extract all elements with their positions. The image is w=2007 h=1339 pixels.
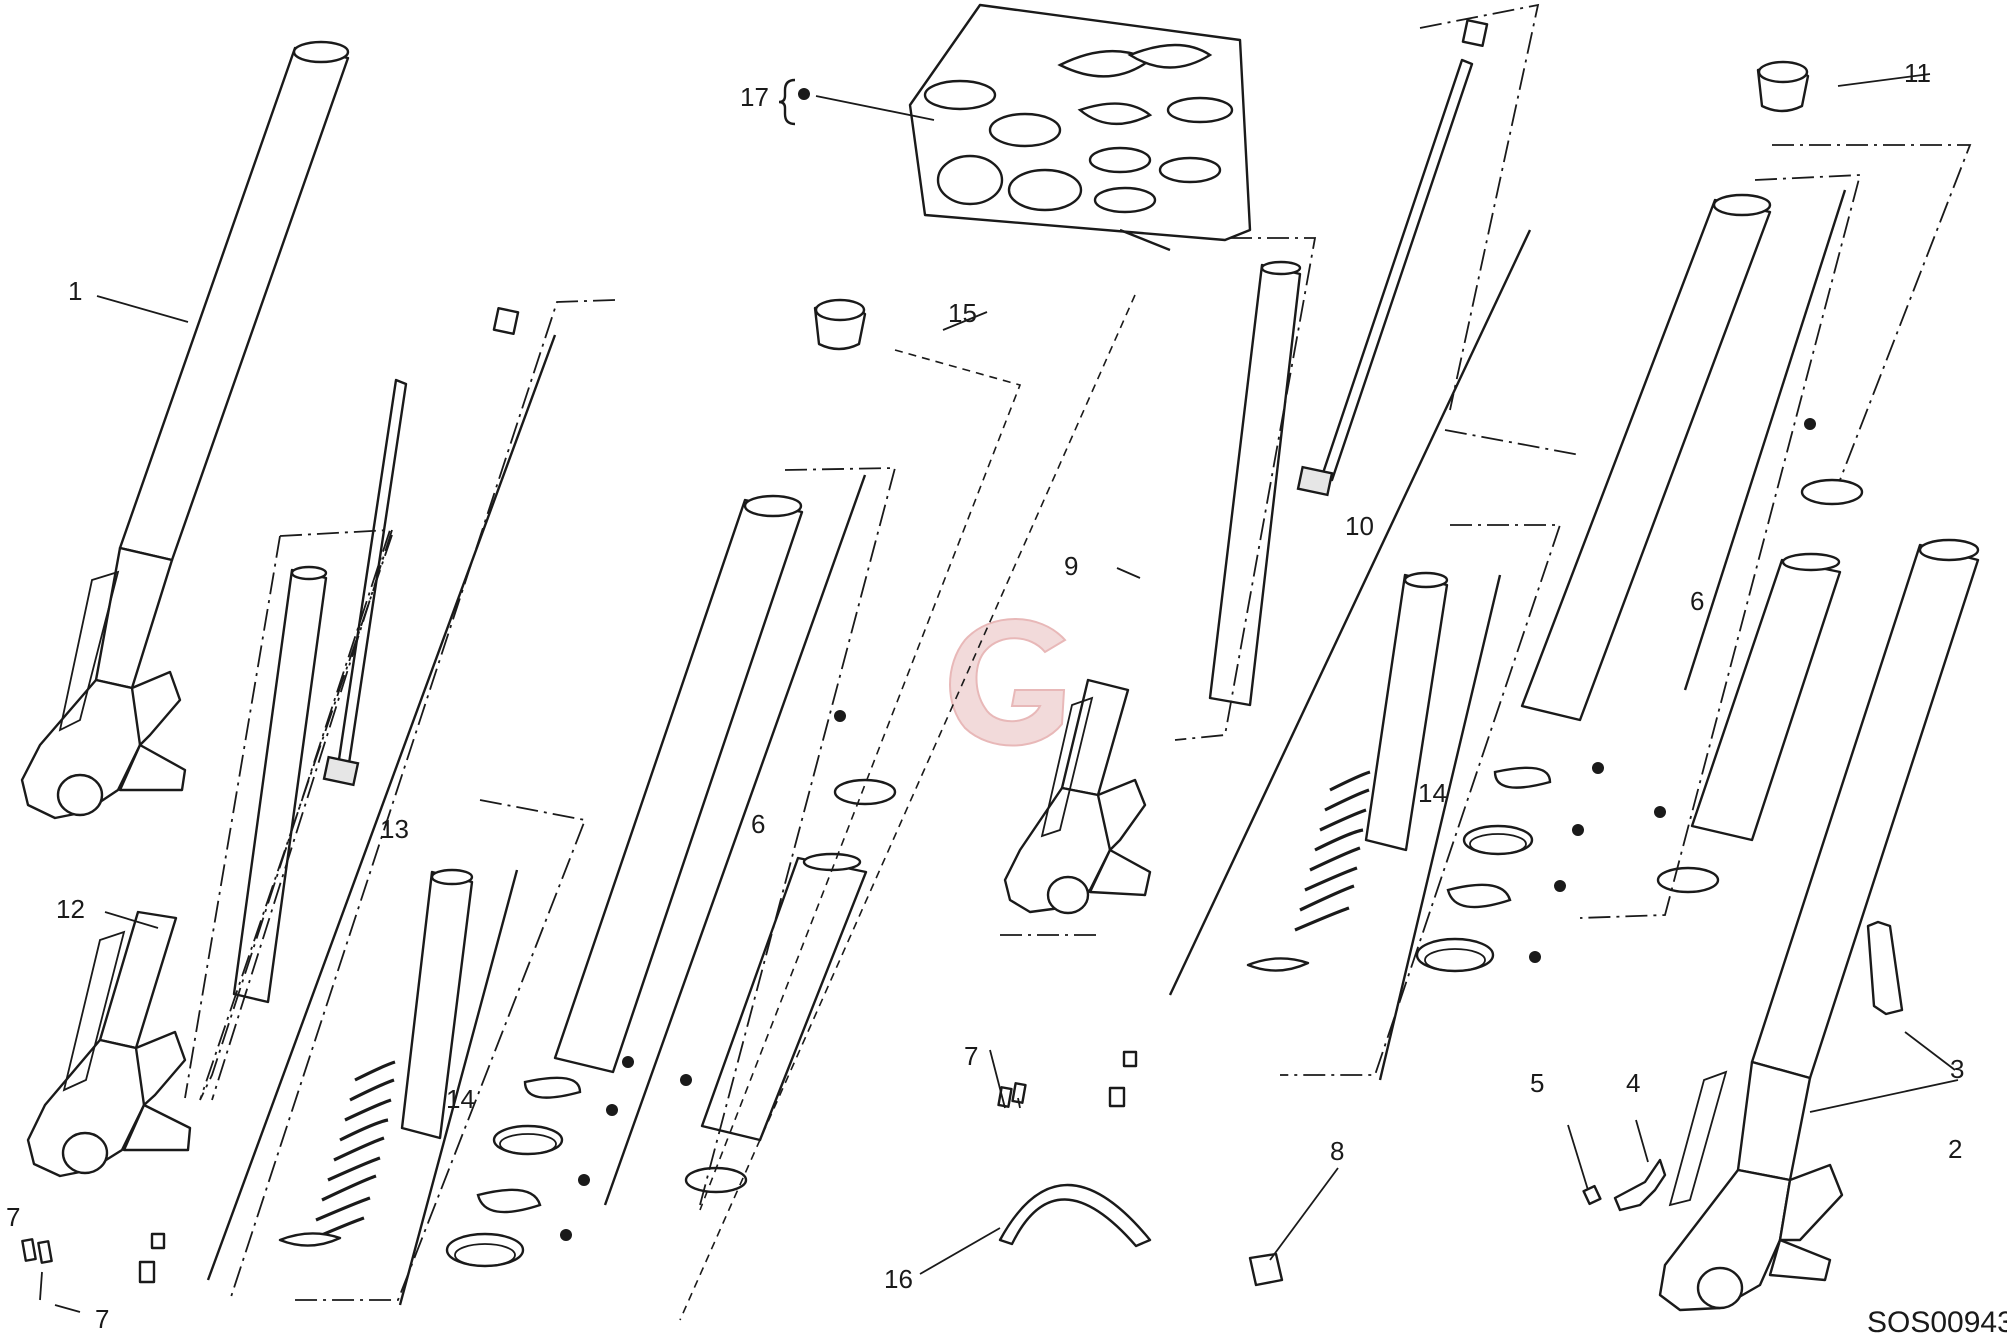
fork-leg-9[interactable]	[1003, 678, 1152, 915]
cable-clip-8[interactable]	[1248, 1252, 1284, 1287]
screw-5[interactable]	[1582, 1184, 1602, 1206]
reference-lines	[206, 189, 1847, 1306]
fork-leg-1[interactable]	[20, 40, 350, 820]
spring-14-right[interactable]	[1246, 571, 1449, 972]
cable-strap-16[interactable]	[998, 1183, 1152, 1248]
bracket-4[interactable]	[1613, 1158, 1667, 1212]
callout-6b: 6	[1690, 586, 1704, 616]
callout-3: 3	[1950, 1054, 1964, 1084]
callout-6a: 6	[751, 809, 765, 839]
drawing-code: SOS00943	[1867, 1306, 2007, 1339]
callout-14b: 14	[1418, 778, 1447, 808]
brand-logo-icon	[949, 618, 1067, 747]
bolt-7-right[interactable]	[997, 1050, 1138, 1108]
callout-11: 11	[1904, 58, 1931, 88]
callout-2: 2	[1948, 1134, 1962, 1164]
callout-leaders	[39, 73, 1959, 1313]
callout-4: 4	[1626, 1068, 1640, 1098]
callout-16: 16	[884, 1264, 913, 1294]
assembly-outlines	[184, 3, 1972, 1321]
callout-7c: 7	[964, 1041, 978, 1071]
callout-10: 10	[1345, 511, 1374, 541]
fork-leg-2[interactable]	[1658, 538, 1980, 1312]
seal-kit-right[interactable]	[1415, 766, 1552, 973]
damper-cartridge-10[interactable]	[1208, 18, 1489, 707]
seal-kit-left[interactable]	[445, 1076, 582, 1268]
spring-14-left[interactable]	[278, 868, 474, 1247]
bolt-7-left[interactable]	[21, 1232, 166, 1284]
inner-tube-6-left[interactable]	[553, 494, 897, 1194]
callout-13: 13	[380, 814, 409, 844]
kit-brace-17	[778, 78, 796, 126]
callout-15: 15	[948, 298, 977, 328]
marker-dots	[560, 88, 1816, 1241]
seal-kit-17[interactable]	[908, 3, 1252, 242]
callout-17: 17	[740, 82, 769, 112]
callout-14a: 14	[446, 1084, 475, 1114]
callout-8: 8	[1330, 1136, 1344, 1166]
guard-3[interactable]	[1866, 920, 1904, 1016]
callout-12: 12	[56, 894, 85, 924]
callout-7a: 7	[6, 1202, 20, 1232]
callout-5: 5	[1530, 1068, 1544, 1098]
callout-9: 9	[1064, 551, 1078, 581]
callout-7b: 7	[95, 1304, 109, 1334]
inner-tube-6-right[interactable]	[1520, 193, 1864, 894]
damper-cartridge-13[interactable]	[232, 306, 520, 1004]
callout-1: 1	[68, 276, 82, 306]
top-cap-11[interactable]	[1756, 60, 1810, 113]
top-cap-15[interactable]	[813, 298, 867, 351]
fork-leg-12[interactable]	[26, 910, 192, 1178]
